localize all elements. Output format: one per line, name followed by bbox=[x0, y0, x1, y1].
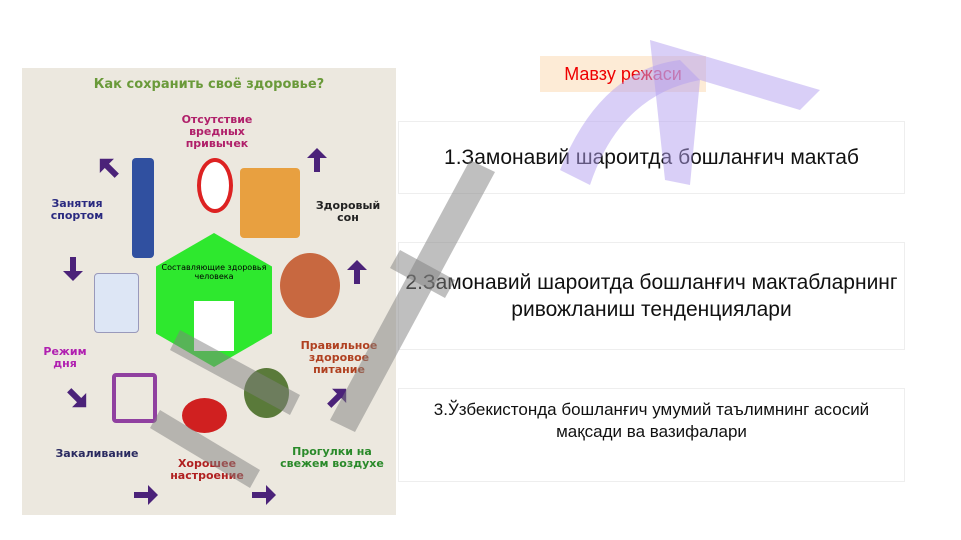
cycle-arrow-icon bbox=[307, 148, 327, 172]
bed-icon bbox=[240, 168, 300, 238]
cycle-arrow-icon bbox=[327, 388, 347, 408]
girl-icon bbox=[132, 158, 154, 258]
cycle-arrow-icon bbox=[252, 485, 276, 505]
cycle-arrow-icon bbox=[67, 388, 87, 408]
health-poster-image: Как сохранить своё здоровье? Отсутствие … bbox=[22, 68, 396, 515]
tree-icon bbox=[244, 368, 289, 418]
plan-item-1: 1.Замонавий шароитда бошланғич мактаб bbox=[398, 121, 905, 194]
cycle-arrow-icon bbox=[347, 260, 367, 284]
label-sleep: Здоровый сон bbox=[315, 199, 381, 225]
center-label: Составляющие здоровья человека bbox=[161, 263, 267, 281]
cycle-arrow-icon bbox=[134, 485, 158, 505]
plan-item-2: 2.Замонавий шароитда бошланғич мактаблар… bbox=[398, 242, 905, 350]
smile-icon bbox=[182, 398, 227, 433]
poster-title: Как сохранить своё здоровье? bbox=[93, 77, 325, 92]
center-hexagon: Составляющие здоровья человека bbox=[156, 233, 272, 367]
calendar-clock-icon bbox=[94, 273, 139, 333]
label-habits: Отсутствие вредных привычек bbox=[181, 113, 253, 151]
topic-plan-heading: Мавзу режаси bbox=[540, 56, 706, 92]
food-icon bbox=[280, 253, 340, 318]
cycle-arrow-icon bbox=[99, 158, 119, 178]
label-food: Правильное здоровое питание bbox=[300, 339, 378, 377]
plan-item-3: 3.Ўзбекистонда бошланғич умумий таълимни… bbox=[398, 388, 905, 482]
label-walks: Прогулки на свежем воздухе bbox=[280, 445, 384, 471]
label-sport: Занятия спортом bbox=[50, 197, 104, 223]
label-hardening: Закаливание bbox=[55, 447, 139, 460]
cycle-arrow-icon bbox=[63, 257, 83, 281]
bathtub-icon bbox=[112, 373, 157, 423]
label-mood: Хорошее настроение bbox=[170, 457, 244, 483]
health-figure-icon bbox=[194, 301, 234, 351]
no-smoking-icon bbox=[197, 158, 233, 213]
label-regime: Режим дня bbox=[43, 345, 87, 371]
